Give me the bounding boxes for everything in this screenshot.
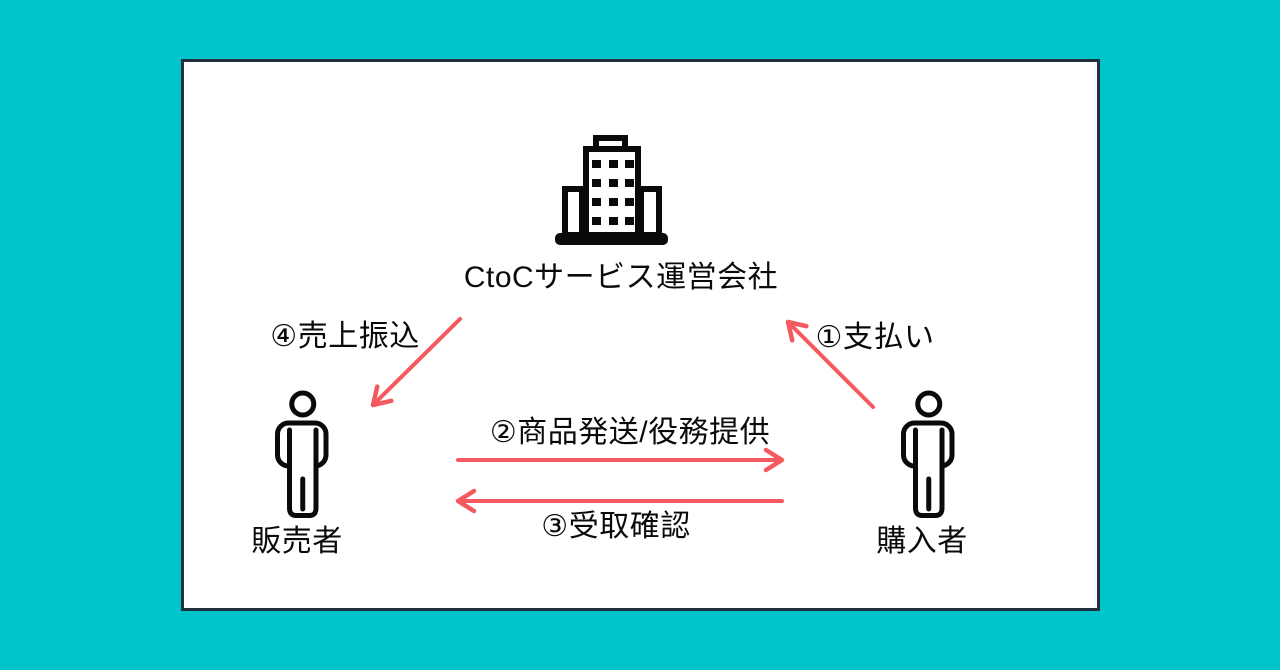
company-label: CtoCサービス運営会社: [463, 261, 779, 294]
arrow-sales-transfer: [370, 317, 462, 408]
building-icon: [555, 135, 668, 245]
person-icon-seller: [275, 390, 329, 518]
person-icon-buyer: [901, 390, 955, 518]
flow-label-receipt-confirmation: ③受取確認: [541, 510, 691, 543]
arrow-receipt-confirmation: [455, 488, 784, 514]
arrow-payment: [785, 319, 875, 409]
seller-label: 販売者: [251, 525, 343, 558]
building-windows: [592, 160, 634, 225]
arrow-shipment: [456, 447, 785, 473]
flow-label-sales-transfer: ④売上振込: [270, 320, 420, 353]
flow-arrows: [370, 317, 875, 514]
flow-label-shipment: ②商品発送/役務提供: [489, 416, 771, 449]
flow-label-payment: ①支払い: [815, 321, 935, 354]
buyer-label: 購入者: [876, 525, 968, 558]
